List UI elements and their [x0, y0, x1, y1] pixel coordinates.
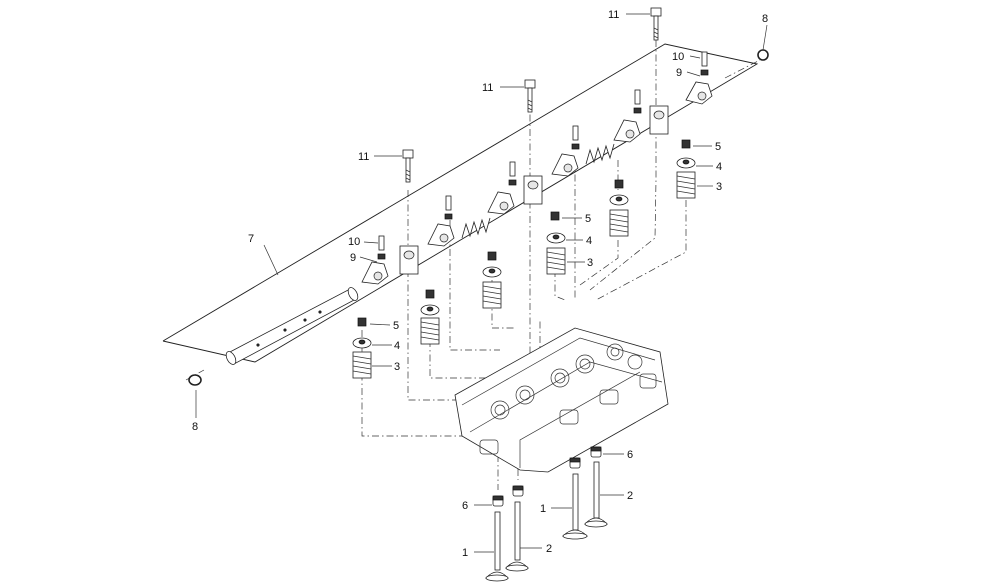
shaft-springs	[461, 143, 615, 239]
callout-4: 4	[394, 340, 400, 352]
valve-springs	[352, 171, 696, 379]
valves	[485, 461, 608, 582]
callout-4: 4	[716, 161, 722, 173]
leader-lines	[195, 13, 768, 553]
bolt-middle	[524, 79, 536, 113]
callout-2: 2	[546, 543, 552, 555]
callout-3: 3	[716, 181, 722, 193]
callout-11: 11	[358, 151, 369, 163]
valve-stem-seals	[492, 446, 602, 507]
callout-9: 9	[350, 252, 356, 264]
callout-5: 5	[393, 320, 399, 332]
bolt-right	[650, 7, 662, 41]
callout-5: 5	[585, 213, 591, 225]
rocker-shaft	[225, 287, 359, 365]
callout-1: 1	[462, 547, 468, 559]
spring-retainers	[352, 157, 696, 349]
callout-2: 2	[627, 490, 633, 502]
rocker-arms	[361, 81, 713, 285]
callout-11: 11	[482, 82, 493, 94]
valve-caps	[357, 139, 691, 327]
callout-4: 4	[586, 235, 592, 247]
callout-6: 6	[627, 449, 633, 461]
callout-1: 1	[540, 503, 546, 515]
rocker-assembly-outline	[162, 43, 759, 363]
callout-7: 7	[248, 233, 254, 245]
callout-9: 9	[676, 67, 682, 79]
callout-10: 10	[348, 236, 360, 248]
callout-labels: 11 8 10 9 11 11 7 10 9 5 4 3 8 5 4 3 5 4…	[192, 9, 768, 559]
callout-8: 8	[192, 421, 198, 433]
callout-5: 5	[715, 141, 721, 153]
snap-ring-left	[188, 374, 202, 386]
callout-11: 11	[608, 9, 619, 21]
callout-3: 3	[587, 257, 593, 269]
cylinder-head	[454, 327, 669, 473]
callout-6: 6	[462, 500, 468, 512]
callout-10: 10	[672, 51, 684, 63]
snap-ring-right	[757, 49, 769, 61]
bolt-left	[402, 149, 414, 183]
callout-3: 3	[394, 361, 400, 373]
callout-8: 8	[762, 13, 768, 25]
adjusting-screws	[377, 51, 709, 260]
